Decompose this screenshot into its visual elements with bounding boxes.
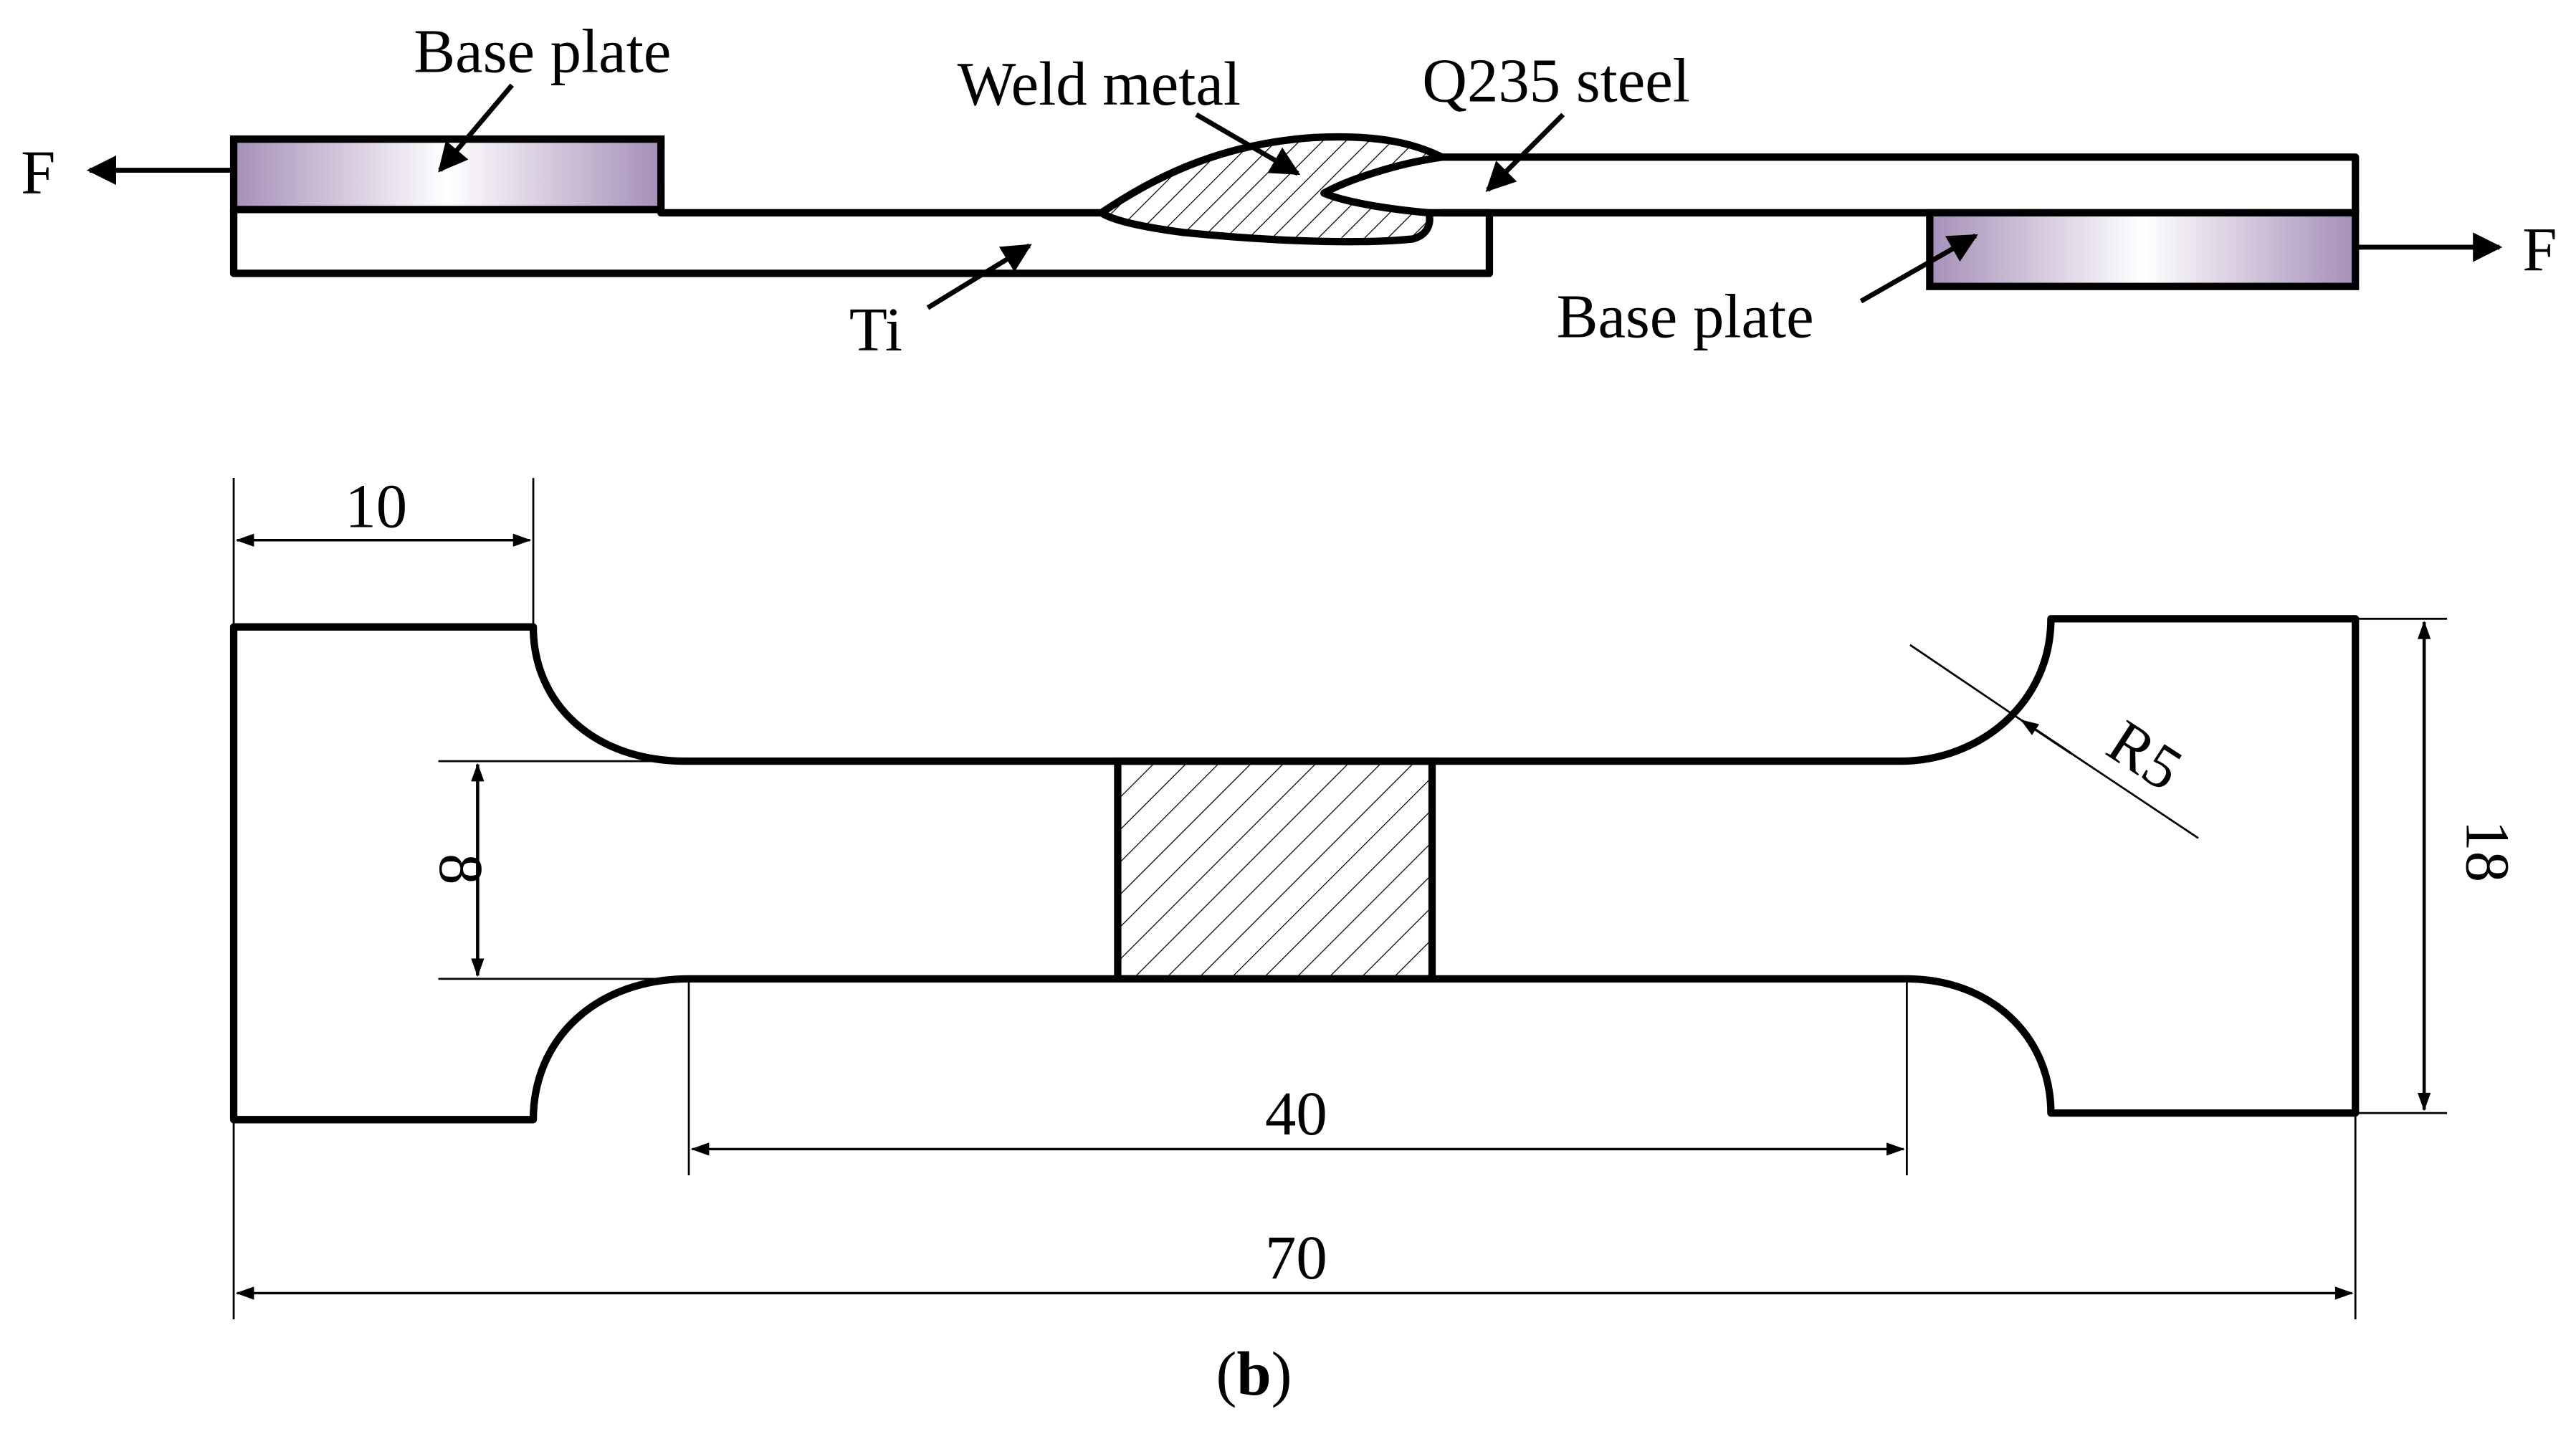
weld-metal-bead: [1097, 133, 1446, 246]
force-label-right: F: [2522, 215, 2557, 284]
q235-steel-label: Q235 steel: [1422, 47, 1690, 115]
base-plate-label-right: Base plate: [1557, 282, 1814, 351]
gauge-width-value: 8: [426, 854, 495, 884]
q235-steel-plate: [1438, 153, 2360, 217]
titanium-label: Ti: [849, 295, 902, 364]
weld-metal-leader: [1195, 112, 1301, 176]
overall-length-value: 70: [1265, 1223, 1327, 1292]
tensile-specimen-drawing: 10 8 R5 18 40 70 (b): [229, 472, 2522, 1408]
base-plate-right-leader: [1859, 233, 1978, 304]
grip-length-value: 10: [345, 472, 407, 540]
base-plate-left-leader: [438, 83, 514, 173]
base-plate-label-left: Base plate: [414, 16, 671, 85]
panel-label: (b): [1216, 1339, 1292, 1408]
left-base-plate: [229, 135, 665, 214]
weld-metal-label: Weld metal: [958, 49, 1241, 118]
radius-value: R5: [2096, 707, 2194, 804]
weld-zone: [1114, 757, 1436, 983]
lap-joint-schematic: F F Base plate Weld metal Q235 steel Ti …: [21, 16, 2557, 363]
gauge-length-value: 40: [1265, 1079, 1327, 1148]
force-label-left: F: [21, 138, 55, 207]
right-base-plate: [1926, 209, 2360, 290]
titanium-leader: [926, 243, 1032, 310]
specimen-outline: [229, 615, 2360, 1124]
q235-steel-leader: [1485, 113, 1565, 192]
grip-width-value: 18: [2453, 820, 2522, 882]
